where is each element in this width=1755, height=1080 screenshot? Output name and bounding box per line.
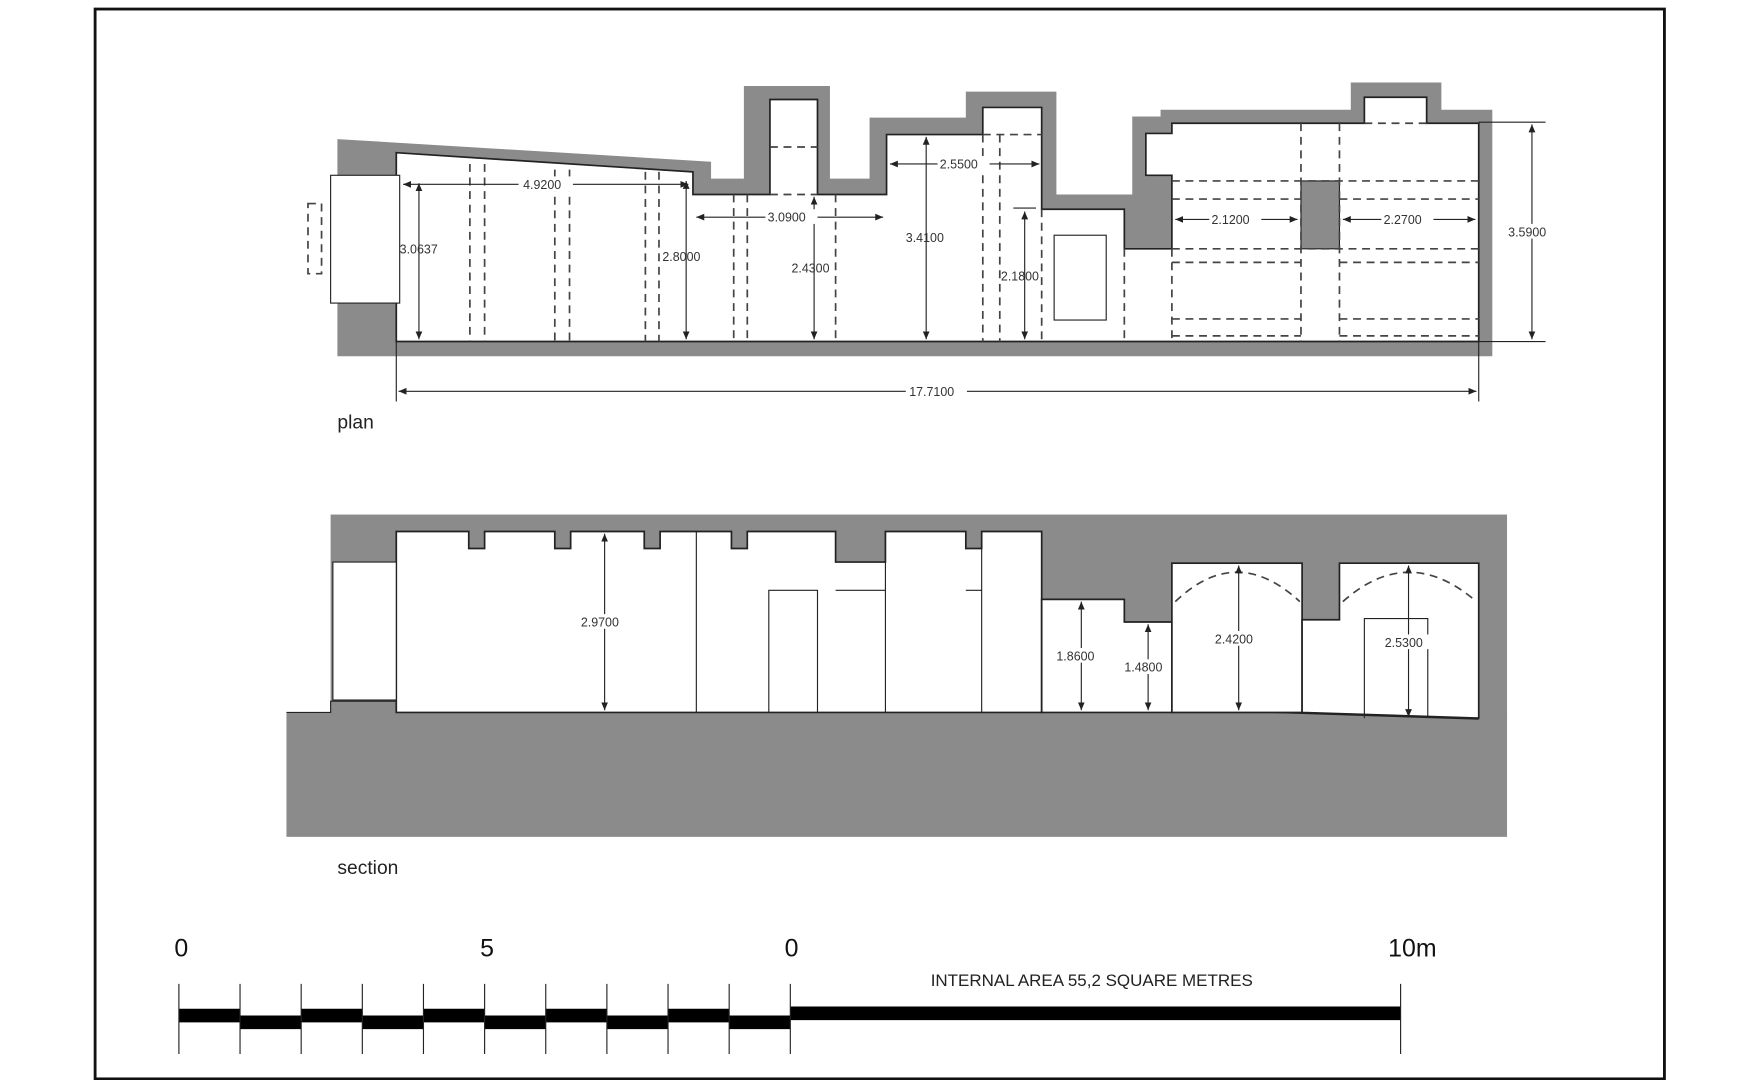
section-entrance	[332, 561, 397, 701]
section-main-room	[395, 530, 1043, 714]
window-opening	[1053, 234, 1107, 321]
plan-label: plan	[337, 413, 373, 434]
dim-3-0637: 3.0637	[400, 242, 438, 256]
section-interior-lines	[695, 531, 1479, 720]
dim-2-1200: 2.1200	[1212, 213, 1250, 227]
section-dimension-labels: 2.9700 1.8600 1.4800 2.4200 2.5300	[579, 614, 1436, 675]
plan-dimension-labels: 4.9200 3.0637 2.8000 3.0900 2.4300 2.550…	[400, 156, 1558, 399]
dim-2-8000: 2.8000	[662, 250, 700, 264]
dim-3-4100: 3.4100	[906, 231, 944, 245]
plan-view: 4.9200 3.0637 2.8000 3.0900 2.4300 2.550…	[307, 82, 1558, 434]
dim-2-5300: 2.5300	[1385, 636, 1423, 650]
drawing-frame	[93, 7, 1666, 1080]
scale-tick-5: 5	[480, 935, 494, 963]
dim-2-1800: 2.1800	[1001, 269, 1039, 283]
scale-tick-0b: 0	[785, 935, 799, 963]
dim-2-2700: 2.2700	[1384, 213, 1422, 227]
dim-1-4800: 1.4800	[1124, 661, 1162, 675]
section-ground	[286, 712, 1508, 837]
exterior-step	[307, 202, 323, 275]
dim-2-4200: 2.4200	[1215, 632, 1253, 646]
hidden-lines	[469, 122, 1479, 342]
dim-2-4300: 2.4300	[791, 262, 829, 276]
dim-17-7100: 17.7100	[909, 385, 954, 399]
dim-4-9200: 4.9200	[523, 178, 561, 192]
scale-tick-10m: 10m	[1388, 935, 1436, 963]
entrance-door	[330, 174, 401, 304]
section-view: 2.9700 1.8600 1.4800 2.4200 2.5300 secti…	[286, 514, 1508, 879]
dim-2-9700: 2.9700	[581, 616, 619, 630]
section-label: section	[337, 858, 398, 879]
scale-bar: 0 5 0 10m INTERNAL AREA 55,2 SQUARE METR…	[174, 935, 1437, 1054]
dim-1-8600: 1.8600	[1056, 649, 1094, 663]
dim-2-5500: 2.5500	[940, 158, 978, 172]
dim-3-5900: 3.5900	[1508, 225, 1546, 239]
dim-3-0900: 3.0900	[768, 211, 806, 225]
internal-area-note: INTERNAL AREA 55,2 SQUARE METRES	[931, 971, 1253, 990]
pier	[1300, 180, 1341, 250]
scale-tick-0: 0	[174, 935, 188, 963]
